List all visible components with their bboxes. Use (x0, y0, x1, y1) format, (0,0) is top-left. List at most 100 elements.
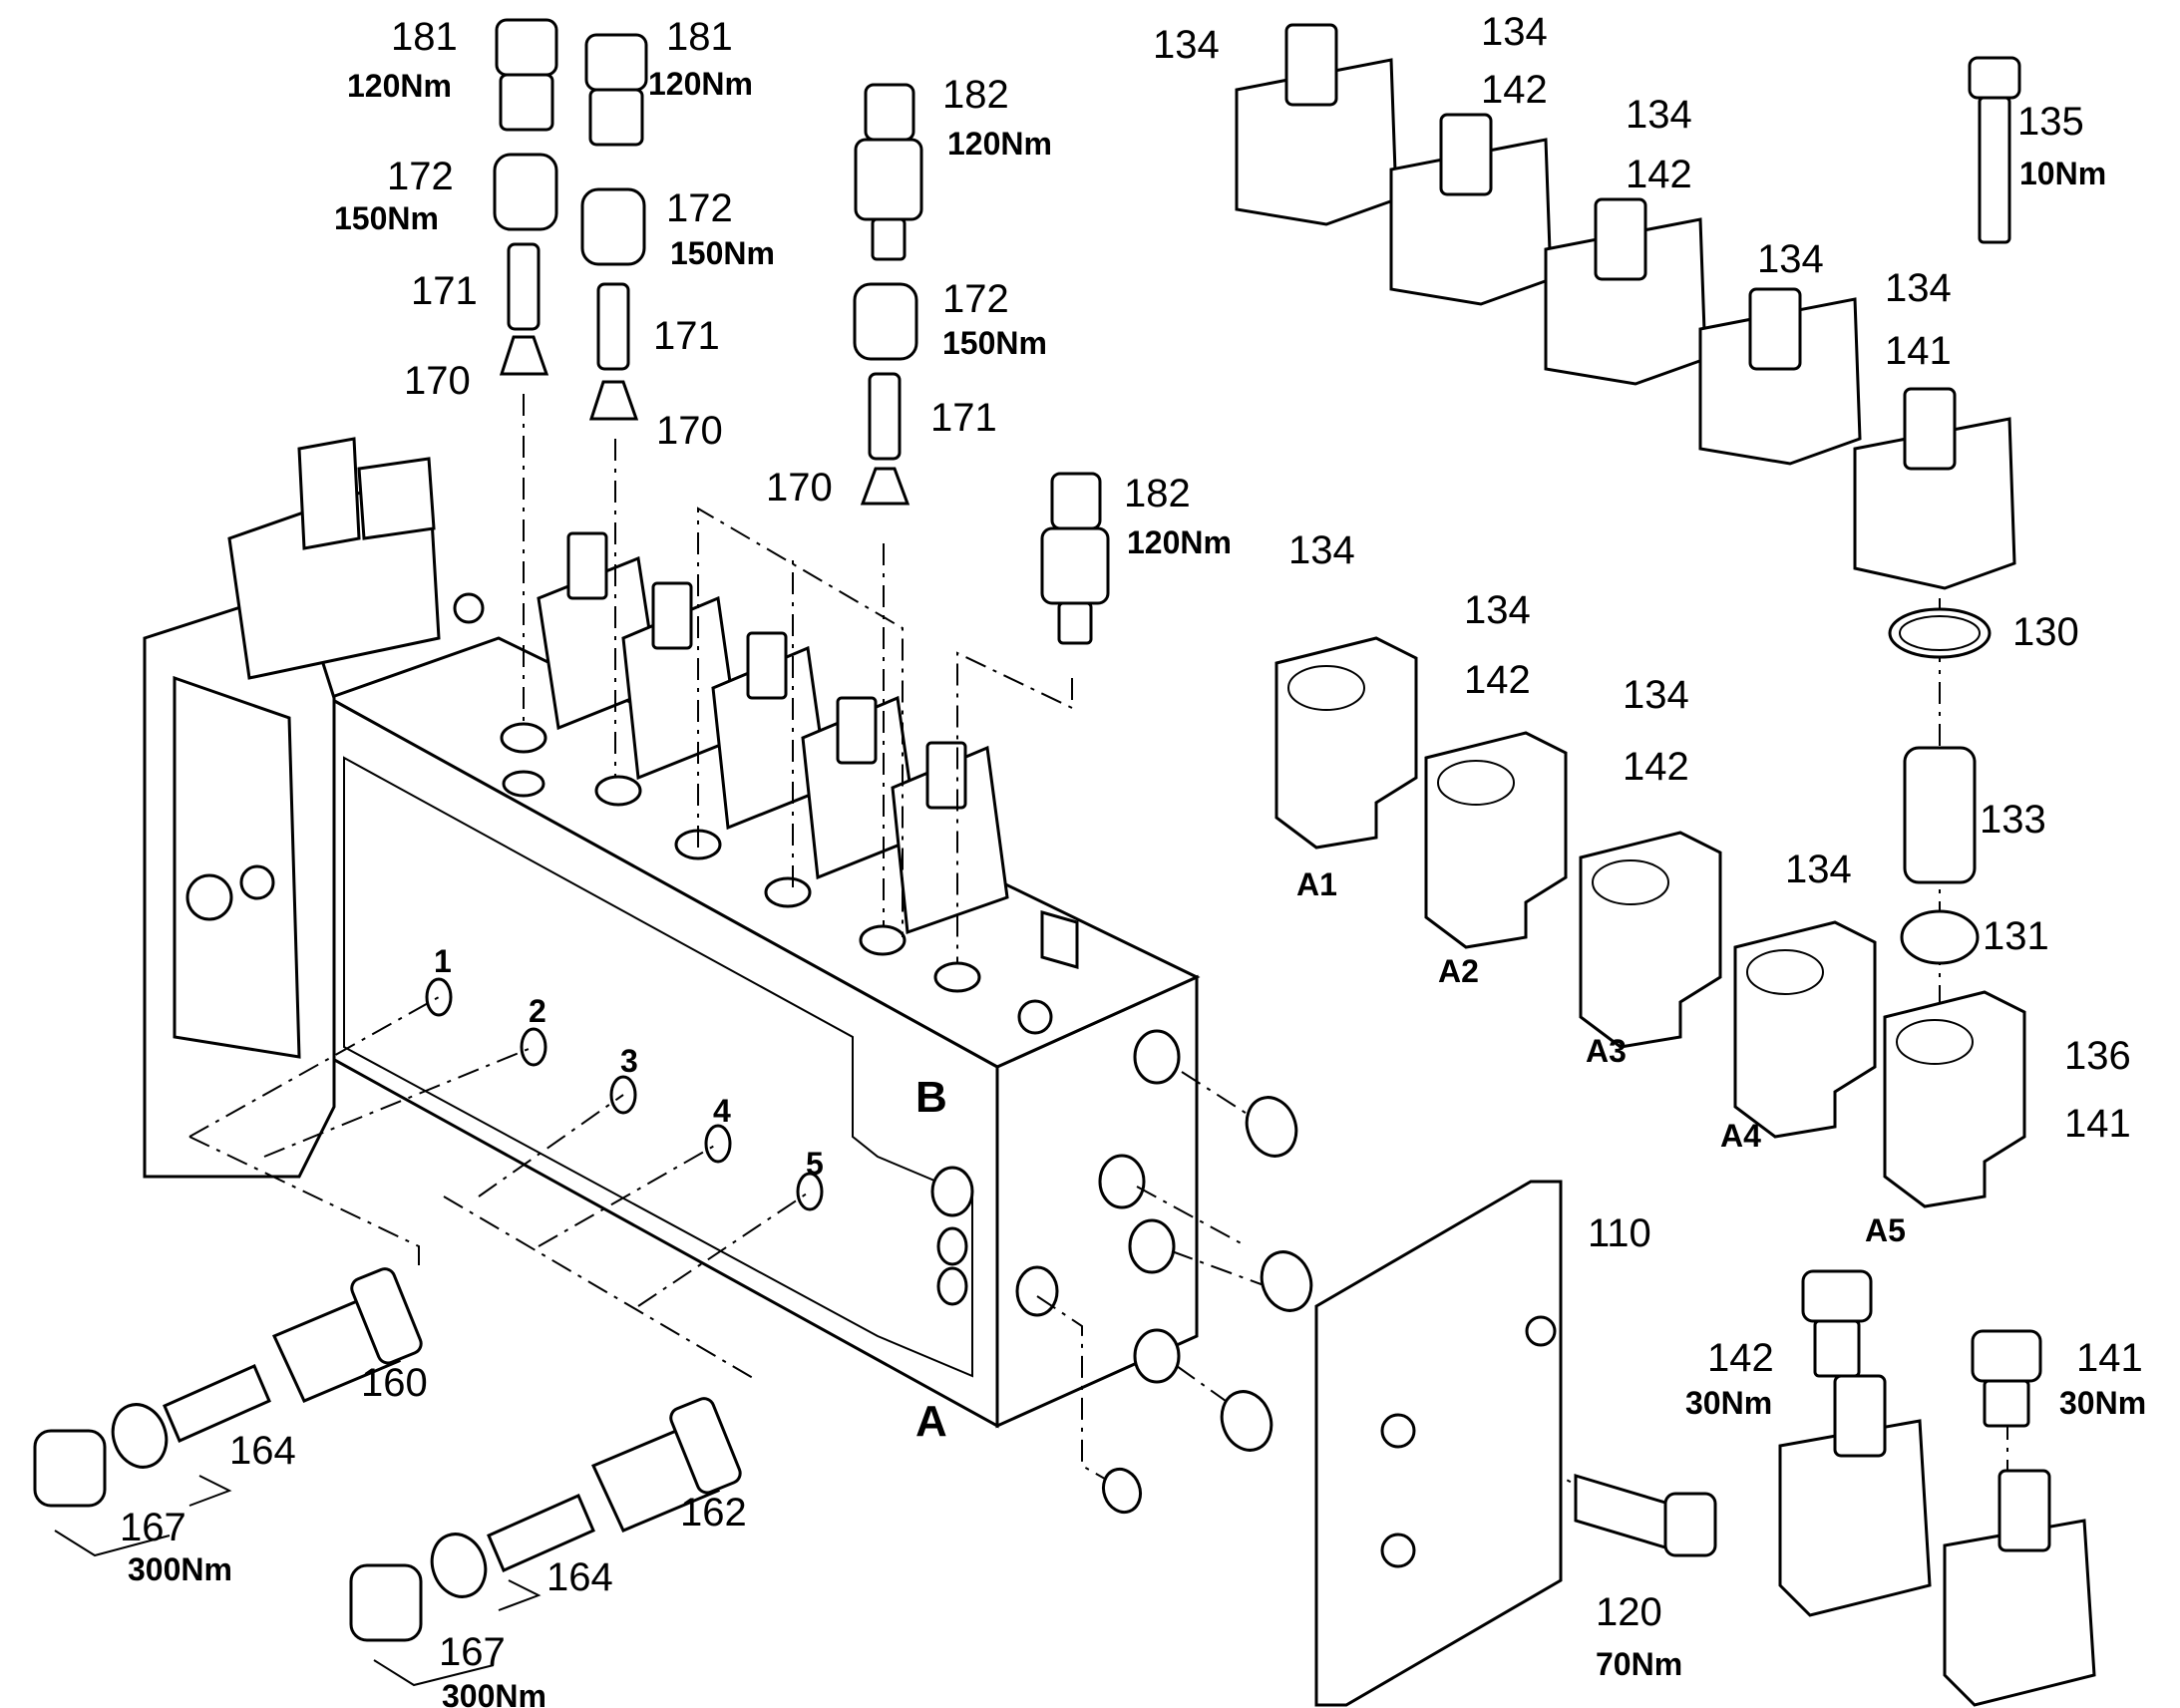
label-172-right: 172 (666, 186, 733, 230)
oring-130 (1888, 607, 1992, 659)
label-131: 131 (1983, 914, 2049, 958)
port-label-a1: A1 (1296, 866, 1337, 902)
port-label-a5: A5 (1865, 1212, 1906, 1248)
spool-number-3: 3 (620, 1043, 638, 1079)
spool-number-5: 5 (806, 1146, 824, 1182)
block-solenoid-stack (537, 531, 1009, 935)
oring-seal-left (111, 1403, 169, 1469)
spring-171-left (507, 242, 541, 331)
torque-172-left: 150Nm (334, 200, 439, 236)
plug-167-left (33, 1429, 107, 1508)
label-134-f: 134 (1288, 528, 1355, 572)
screw-120 (1574, 1473, 1717, 1557)
torque-142: 30Nm (1685, 1385, 1772, 1421)
block-side-a: A (915, 1397, 947, 1446)
label-136: 136 (2064, 1034, 2131, 1078)
small-valve-141 (1943, 1469, 2096, 1707)
plug-167-right (349, 1563, 423, 1642)
cartridge-181-right (584, 33, 648, 147)
label-167-right: 167 (439, 1630, 506, 1674)
spool-160 (271, 1267, 423, 1403)
spring-164-left (163, 1364, 271, 1443)
label-171-left: 171 (411, 269, 478, 313)
label-171-center: 171 (930, 396, 997, 440)
port-labels: A1 A2 A3 A4 A5 (1296, 866, 1906, 1248)
torque-167-right: 300Nm (442, 1678, 546, 1708)
label-142-b: 142 (1626, 153, 1692, 196)
spring-164-right (487, 1494, 595, 1572)
torque-172-right: 150Nm (670, 235, 775, 271)
label-172-left: 172 (387, 155, 454, 198)
oring-seal-right (430, 1533, 488, 1598)
label-135: 135 (2017, 100, 2084, 144)
main-valve-block (143, 437, 1201, 1429)
seat-131 (1900, 909, 1980, 965)
label-141-c: 141 (2076, 1336, 2143, 1380)
torque-181-left: 120Nm (347, 68, 452, 104)
poppet-170-center (860, 467, 910, 506)
label-134-d: 134 (1757, 237, 1824, 281)
solenoid-row (1235, 23, 2016, 590)
port-label-a2: A2 (1438, 953, 1479, 989)
fitting-142 (1801, 1269, 1873, 1378)
label-133: 133 (1980, 798, 2046, 842)
spool-number-2: 2 (529, 993, 546, 1029)
torque-167-left: 300Nm (128, 1551, 232, 1587)
block-side-b: B (915, 1073, 947, 1122)
plug-172-center (853, 282, 918, 361)
plug-172-left (493, 153, 558, 231)
label-142-e: 142 (1707, 1336, 1774, 1380)
label-134-a: 134 (1153, 23, 1220, 67)
port-bodies (1274, 636, 2026, 1208)
label-170-center: 170 (766, 466, 833, 510)
label-170-right: 170 (656, 409, 723, 453)
torque-135: 10Nm (2019, 156, 2106, 191)
poppet-170-left (499, 335, 549, 376)
valve-182-side (1040, 472, 1110, 645)
block-side-labels: B A (915, 1073, 947, 1446)
spool-number-1: 1 (434, 943, 452, 979)
poppet-170-right (588, 380, 639, 421)
label-142-c: 142 (1464, 658, 1531, 702)
label-142-a: 142 (1481, 68, 1548, 112)
label-162: 162 (680, 1491, 747, 1535)
torque-141: 30Nm (2059, 1385, 2146, 1421)
spool-number-labels: 1 2 3 4 5 (434, 943, 824, 1182)
screw-135 (1968, 56, 2021, 244)
label-134-c: 134 (1626, 93, 1692, 137)
label-172-center: 172 (942, 277, 1009, 321)
spool-162 (590, 1397, 742, 1533)
spring-133 (1903, 746, 1977, 884)
label-110: 110 (1588, 1211, 1651, 1255)
spring-171-right (596, 282, 630, 371)
torque-181-right: 120Nm (648, 66, 753, 102)
label-134-g: 134 (1464, 588, 1531, 632)
label-181-left: 181 (391, 15, 458, 59)
port-label-a3: A3 (1586, 1033, 1627, 1069)
leader-brackets (54, 1475, 542, 1687)
label-171-right: 171 (653, 314, 720, 358)
label-134-b: 134 (1481, 10, 1548, 54)
cartridge-181-left (495, 18, 558, 132)
label-142-d: 142 (1623, 745, 1689, 789)
label-120: 120 (1596, 1590, 1662, 1634)
label-134-e: 134 (1885, 266, 1952, 310)
port-label-a4: A4 (1720, 1118, 1761, 1154)
label-182-top: 182 (942, 73, 1009, 117)
label-141-a: 141 (1885, 329, 1952, 373)
torque-182-top: 120Nm (947, 126, 1052, 162)
plug-172-right (580, 187, 646, 266)
label-170-left: 170 (404, 359, 471, 403)
label-134-i: 134 (1785, 848, 1852, 891)
spool-number-4: 4 (713, 1093, 731, 1129)
label-167-left: 167 (120, 1506, 186, 1549)
fitting-141 (1971, 1329, 2042, 1428)
torque-182-side: 120Nm (1127, 524, 1232, 560)
small-valve-142 (1778, 1374, 1932, 1617)
valve-182-top (854, 83, 923, 261)
label-160: 160 (361, 1361, 428, 1405)
part-number-labels: 181 181 172 172 171 171 170 170 182 172 … (120, 10, 2143, 1674)
label-164-left: 164 (229, 1429, 296, 1473)
label-182-side: 182 (1124, 472, 1191, 515)
